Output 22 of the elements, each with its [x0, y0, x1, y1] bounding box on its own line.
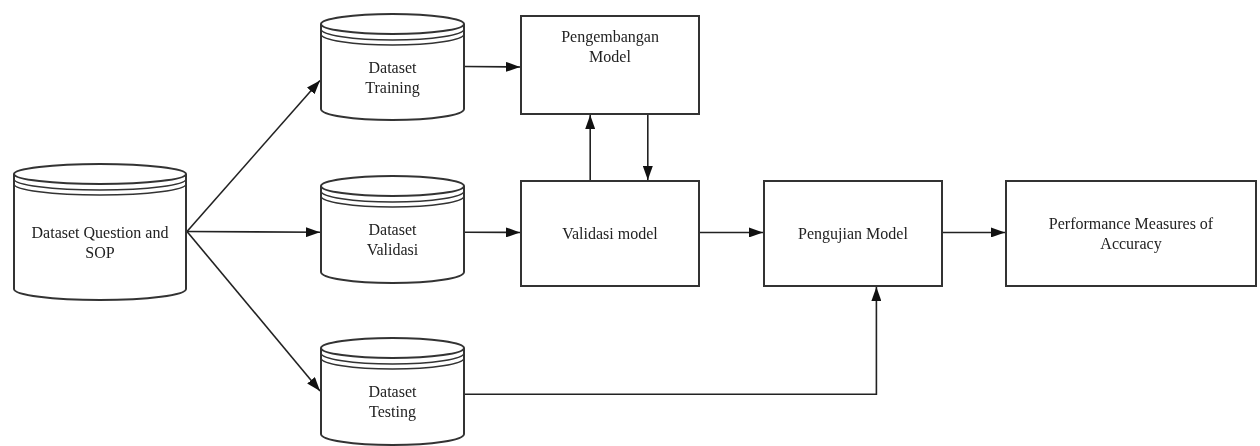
arrow: [464, 227, 521, 238]
process-box: [1005, 180, 1257, 287]
arrow: [186, 230, 321, 392]
arrow: [642, 114, 653, 181]
arrow: [464, 286, 882, 396]
node-label: Dataset Question and SOP: [31, 223, 169, 261]
process-box: [520, 180, 700, 287]
arrow: [464, 61, 521, 72]
arrow: [186, 79, 321, 233]
node-label: Dataset Validasi: [366, 221, 419, 258]
node-label: Dataset Training: [365, 58, 420, 96]
node-label: Dataset Testing: [368, 383, 417, 420]
arrow: [585, 114, 596, 181]
node-label: Validasi model: [562, 223, 658, 244]
process-box: [763, 180, 943, 287]
arrow: [699, 227, 764, 238]
process-box: [520, 15, 700, 115]
node-label: Pengembangan Model: [560, 27, 660, 67]
node-label: Performance Measures of Accuracy: [1047, 213, 1215, 254]
node-label: Pengujian Model: [798, 223, 908, 244]
arrow: [186, 227, 321, 238]
arrow: [942, 227, 1006, 238]
